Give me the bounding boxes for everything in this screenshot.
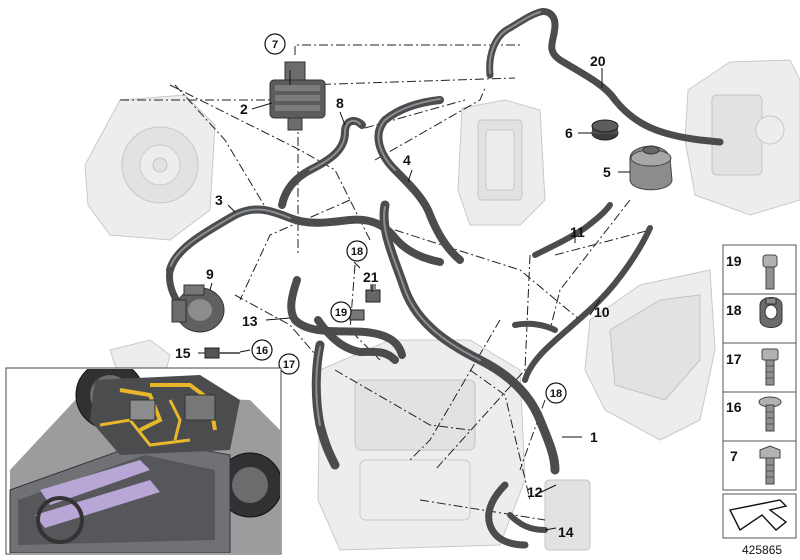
part-19-clamp — [349, 309, 365, 321]
hose-14 — [507, 512, 548, 533]
hose-20 — [486, 8, 724, 146]
hose-12 — [485, 481, 529, 549]
callout-15: 15 — [175, 345, 191, 361]
callout-6: 6 — [565, 125, 573, 141]
callout-labels: 1 2 3 4 5 6 8 9 10 11 12 13 14 15 20 21 … — [175, 33, 611, 540]
part-2-heat-exchanger — [269, 61, 326, 131]
ghost-electric-motor-right — [684, 59, 800, 216]
legend-item-19: 19 — [726, 253, 778, 290]
ghost-electric-motor-left — [84, 94, 216, 241]
callout-2: 2 — [240, 101, 248, 117]
legend-label-18: 18 — [726, 302, 742, 318]
callout-17: 17 — [283, 359, 295, 371]
bolt-16-icon — [758, 396, 782, 432]
part-15-sensor — [204, 347, 240, 359]
callout-18b-circled: 18 — [545, 382, 567, 404]
legend-item-17: 17 — [726, 348, 779, 386]
ghost-engine-block-bottom — [317, 339, 591, 551]
bolt-7-icon — [759, 445, 781, 485]
callout-12: 12 — [527, 484, 543, 500]
hose-pump-link — [512, 320, 558, 333]
bolt-19-icon — [762, 254, 778, 290]
inset-vehicle-view — [5, 367, 282, 555]
part-21-sensor — [365, 284, 381, 303]
diagram-id: 425865 — [742, 543, 782, 557]
direction-arrow-icon — [728, 499, 788, 532]
callout-3: 3 — [215, 192, 223, 208]
callout-13: 13 — [242, 313, 258, 329]
callout-21: 21 — [363, 269, 379, 285]
bolt-17-icon — [761, 348, 779, 386]
part-6-tank-cap — [591, 119, 619, 141]
hose-1 — [379, 200, 560, 475]
callout-14: 14 — [558, 524, 574, 540]
ghost-power-electronics-center — [457, 99, 546, 226]
callout-18a: 18 — [351, 246, 363, 258]
callout-5: 5 — [603, 164, 611, 180]
part-5-expansion-tank — [629, 145, 673, 191]
hose-11 — [532, 202, 613, 258]
legend-item-7: 7 — [730, 445, 781, 485]
hose-17 — [311, 340, 340, 470]
fastener-legend: 19 18 17 16 — [722, 244, 797, 539]
legend-arrow-box — [722, 493, 797, 539]
leader-lines — [198, 68, 630, 531]
hose-4 — [374, 96, 464, 264]
legend-label-19: 19 — [726, 253, 742, 269]
part-9-coolant-pump — [171, 284, 225, 333]
legend-item-16: 16 — [726, 396, 782, 432]
callout-9: 9 — [206, 266, 214, 282]
ghost-inverter-right — [584, 269, 716, 441]
callout-16-circled: 16 — [251, 339, 273, 361]
callout-11: 11 — [570, 224, 585, 240]
callout-4: 4 — [403, 152, 411, 168]
callout-18b: 18 — [550, 388, 562, 400]
callout-7-circled: 7 — [264, 33, 286, 55]
hose-8 — [278, 117, 366, 209]
callout-7: 7 — [272, 39, 278, 51]
callout-20: 20 — [590, 53, 606, 69]
callout-19: 19 — [335, 307, 347, 319]
legend-label-17: 17 — [726, 351, 742, 367]
callout-10: 10 — [594, 304, 610, 320]
legend-label-16: 16 — [726, 399, 742, 415]
callout-8: 8 — [336, 95, 344, 111]
hose-13 — [287, 276, 406, 364]
clip-18-icon — [759, 297, 783, 328]
callout-17-circled: 17 — [278, 353, 300, 375]
legend-item-18: 18 — [726, 297, 783, 328]
assembly-dash-lines — [120, 44, 651, 521]
callout-16: 16 — [256, 345, 268, 357]
callout-18a-circled: 18 — [346, 240, 368, 262]
callout-1: 1 — [590, 429, 598, 445]
legend-label-7: 7 — [730, 448, 738, 464]
hose-10 — [522, 225, 653, 383]
callout-19-circled: 19 — [330, 301, 352, 323]
